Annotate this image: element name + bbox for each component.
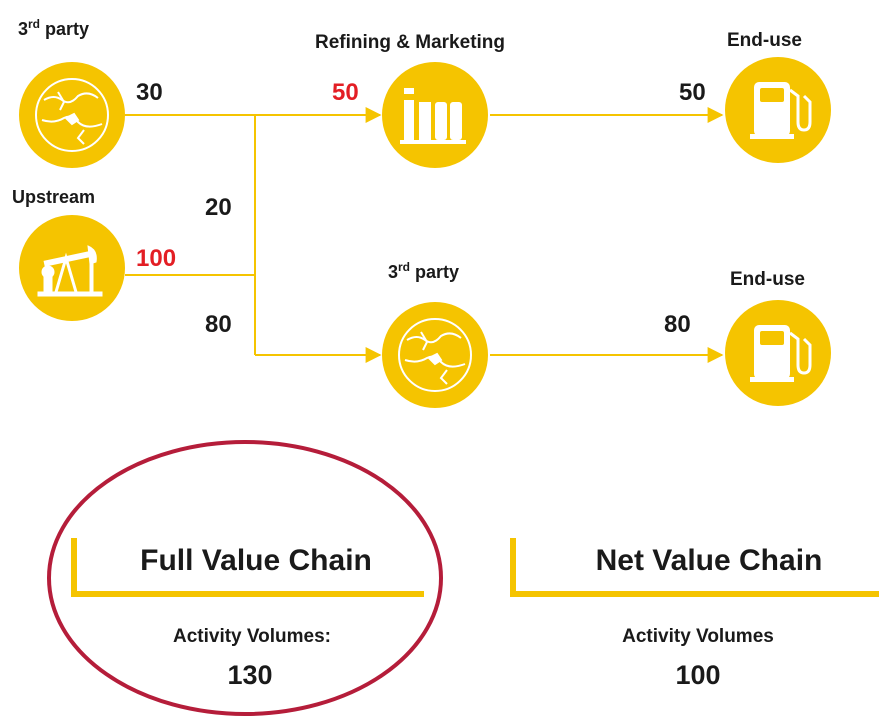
node-third-party-bottom: 3rd party [382, 260, 488, 408]
node-label-rest: party [410, 262, 459, 282]
refinery-icon [400, 88, 466, 144]
flow-value-third-party: 30 [136, 79, 163, 106]
node-upstream: Upstream [12, 187, 125, 321]
svg-text:3rd party: 3rd party [18, 17, 89, 39]
highlight-circle [47, 440, 443, 716]
flow-value-junction-up: 20 [205, 194, 232, 221]
node-label: 3 [388, 262, 398, 282]
oil-pump-icon [37, 245, 103, 297]
bracket-line [71, 538, 424, 597]
flow-value-upstream: 100 [136, 245, 176, 272]
node-label: 3 [18, 19, 28, 39]
fuel-pump-icon [750, 82, 812, 139]
node-label: Upstream [12, 187, 95, 207]
summary-full-value-chain: Full Value Chain Activity Volumes: 130 [47, 440, 443, 716]
summary-net-value-chain: Net Value Chain Activity Volumes 100 [510, 538, 879, 690]
flow-value-into-refining: 50 [332, 79, 359, 106]
summary-metric-label: Activity Volumes: [173, 626, 331, 647]
node-label-rest: party [40, 19, 89, 39]
summary-metric-label: Activity Volumes [622, 626, 774, 647]
node-refining: Refining & Marketing [315, 32, 505, 168]
summary-value: 100 [675, 660, 720, 690]
node-third-party-top: 3rd party [18, 17, 125, 168]
node-label: Refining & Marketing [315, 32, 505, 53]
node-label-superscript: rd [398, 260, 410, 274]
flow-value-refining-to-end-use: 50 [679, 79, 706, 106]
globe-europe-icon [398, 318, 472, 392]
flow-value-junction-down: 80 [205, 311, 232, 338]
node-circle [19, 215, 125, 321]
node-end-use-top: End-use [725, 30, 831, 163]
summary-value: 130 [227, 660, 272, 690]
summary-title: Net Value Chain [596, 544, 823, 577]
flow-value-third-party-to-end-use: 80 [664, 311, 691, 338]
fuel-pump-icon [750, 325, 812, 382]
flow-connectors [125, 107, 724, 363]
node-label: End-use [727, 30, 802, 51]
bracket-line [510, 538, 879, 597]
node-label: End-use [730, 269, 805, 290]
svg-text:3rd party: 3rd party [388, 260, 459, 282]
node-label-superscript: rd [28, 17, 40, 31]
globe-europe-icon [35, 78, 109, 152]
summary-title: Full Value Chain [140, 544, 372, 577]
node-end-use-bottom: End-use [725, 269, 831, 406]
flow-values: 30 20 100 80 50 50 80 [136, 79, 706, 338]
